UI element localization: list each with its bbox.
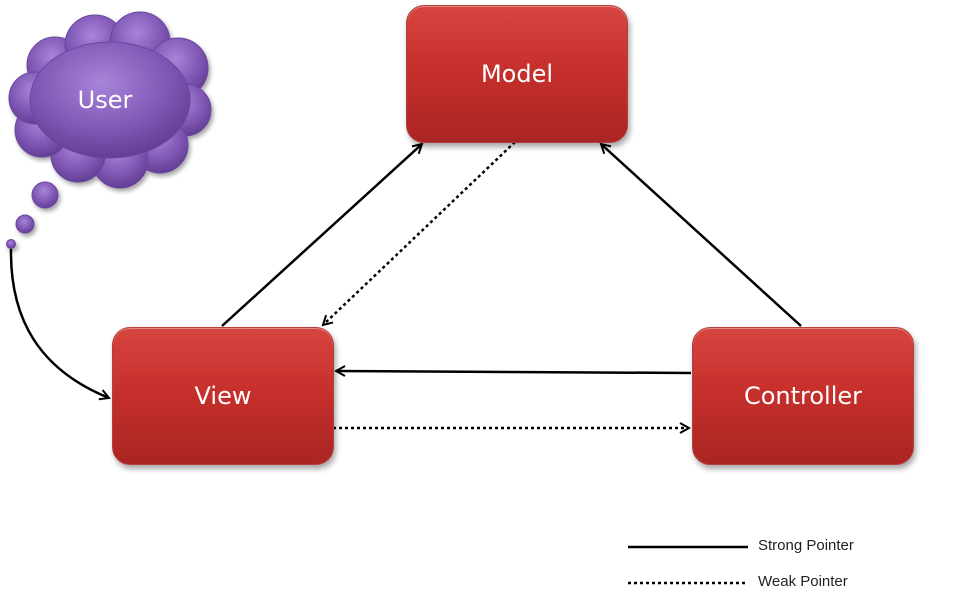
thought-bubble-medium [15, 214, 35, 234]
model-label: Model [480, 60, 554, 88]
arrow-view-to-model [221, 144, 422, 327]
arrow-user-to-view [9, 248, 109, 398]
legend-weak-label: Weak Pointer [758, 573, 848, 590]
user-cloud [6, 11, 212, 249]
thought-bubble-large [31, 181, 59, 209]
view-node: View [112, 327, 334, 465]
arrow-controller-to-model [601, 144, 802, 327]
view-label: View [194, 382, 252, 410]
legend-strong-label: Strong Pointer [758, 537, 854, 554]
arrow-model-to-view [323, 141, 516, 325]
model-node: Model [406, 5, 628, 143]
user-label: User [77, 86, 133, 114]
arrow-controller-to-view [336, 371, 692, 373]
controller-node: Controller [692, 327, 914, 465]
thought-bubble-small [6, 239, 16, 249]
controller-label: Controller [743, 382, 863, 410]
